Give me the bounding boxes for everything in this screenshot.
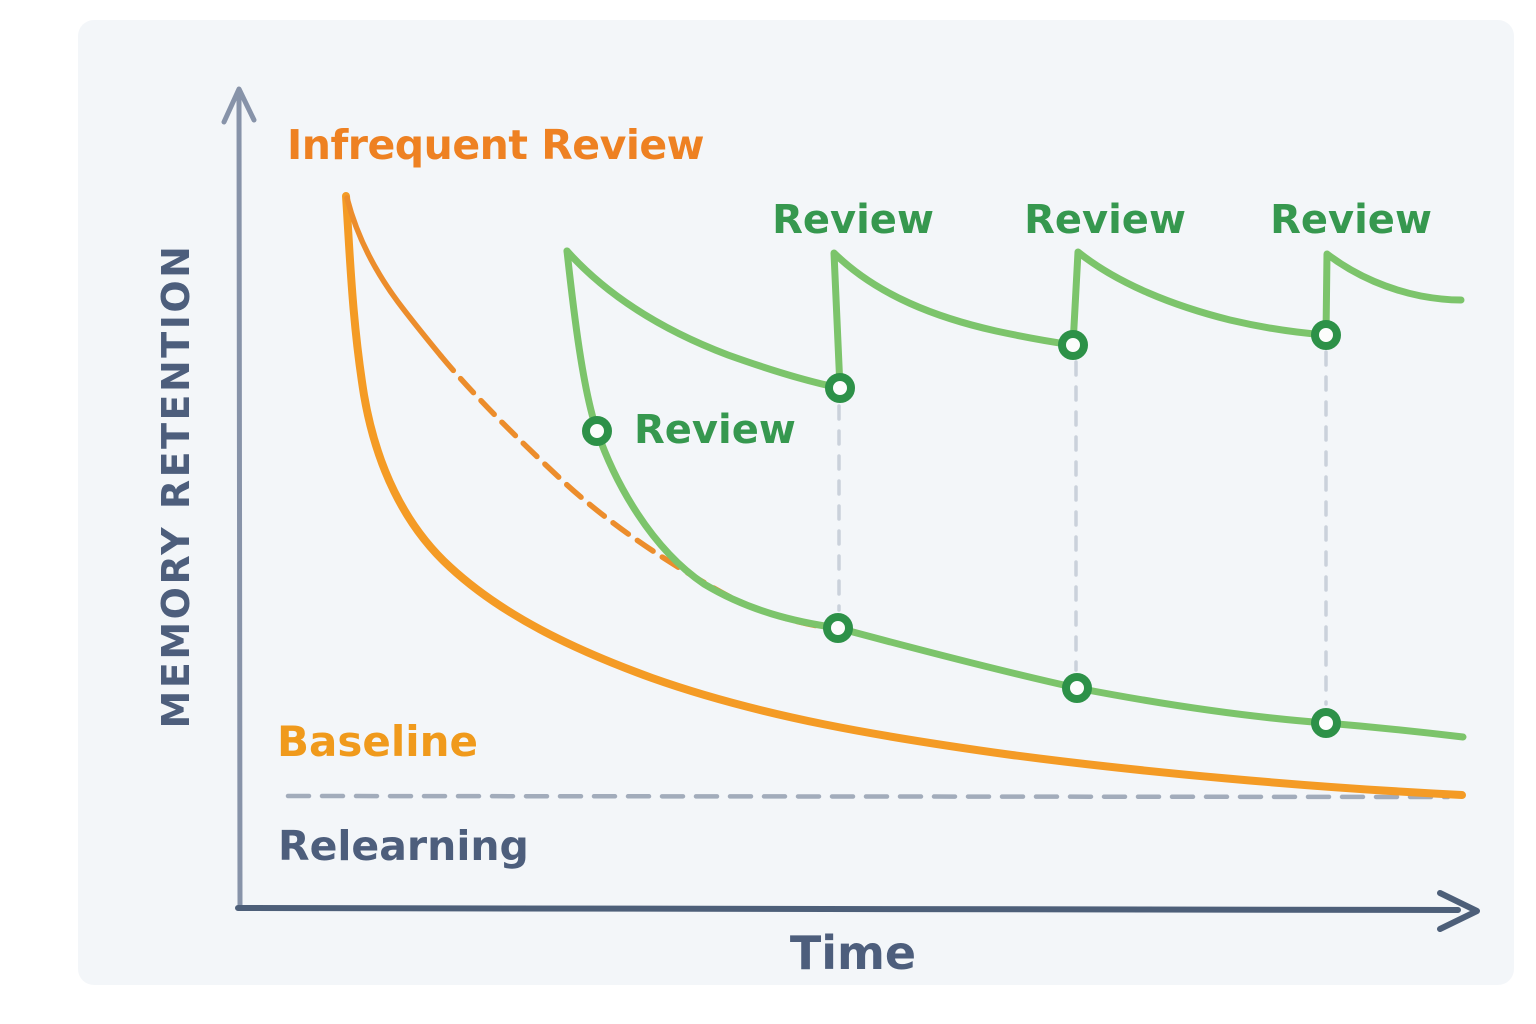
review-marker [1058,330,1088,360]
review-marker [1311,320,1341,350]
baseline-label: Baseline [277,717,478,766]
x-axis-line [235,905,1461,913]
review-marker [582,416,612,446]
review-label: Review [1024,197,1186,243]
review-marker [825,373,855,403]
review-marker [823,613,853,643]
review-marker [1311,708,1341,738]
y-axis-arrow-icon [221,86,257,125]
infrequent-review-label: Infrequent Review [287,121,704,169]
x-axis-label: Time [790,926,916,980]
x-axis-arrow-icon [1437,890,1480,932]
review-label: Review [634,407,796,453]
review-label: Review [1270,197,1432,243]
y-axis-line [236,94,243,909]
infrequent-review-solid-segment [344,195,444,359]
baseline-curve [342,192,1466,799]
y-axis-label: MEMORY RETENTION [154,244,198,729]
plot-background [78,20,1514,985]
review-label: Review [772,197,934,243]
relearning-label: Relearning [278,822,529,870]
review-marker [1062,673,1092,703]
relearning-threshold-line [285,793,1451,800]
